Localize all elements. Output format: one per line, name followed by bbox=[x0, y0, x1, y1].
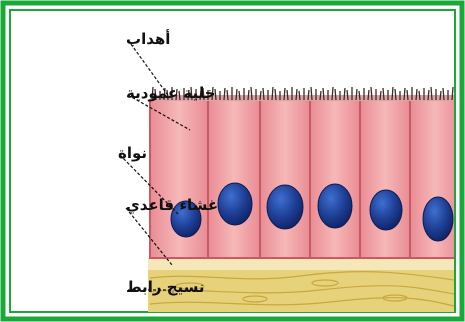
columnar-cell bbox=[208, 100, 260, 258]
nucleus bbox=[423, 197, 453, 241]
columnar-cell bbox=[310, 100, 360, 258]
basement-membrane bbox=[148, 258, 454, 270]
label-cilia: أهداب bbox=[126, 29, 170, 48]
nucleus bbox=[370, 190, 402, 230]
label-nucleus: نواة bbox=[118, 144, 147, 162]
nucleus bbox=[318, 184, 352, 228]
columnar-cells bbox=[150, 100, 460, 258]
nucleus bbox=[267, 185, 303, 229]
columnar-cell bbox=[360, 100, 410, 258]
nucleus bbox=[218, 183, 252, 225]
label-columnar-cell: خلية عمودية bbox=[126, 84, 216, 102]
label-connective-tissue: نسيج رابط bbox=[126, 278, 205, 296]
columnar-cell bbox=[260, 100, 310, 258]
label-basement-membrane: غشاء قاعدي bbox=[126, 196, 218, 215]
